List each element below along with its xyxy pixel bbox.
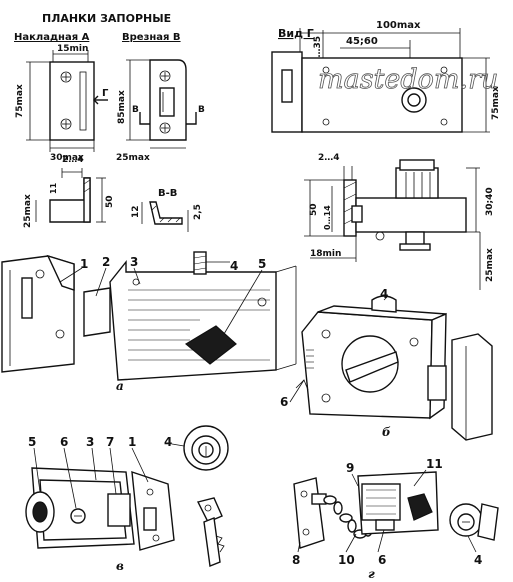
mortise-plate-front: 85max 25max В В <box>116 59 205 163</box>
fig-b-part-6: 6 <box>280 395 288 409</box>
label-overlay-plate: Накладная А <box>14 32 90 43</box>
fig-v-part-6: 6 <box>60 435 68 449</box>
dim-45-60: 45;60 <box>346 36 378 47</box>
fig-g-part-9: 9 <box>346 461 354 475</box>
title-strike-plates: ПЛАНКИ ЗАПОРНЫЕ <box>42 12 171 25</box>
dim-30max: 30max <box>50 153 84 163</box>
dim-15min: 15min <box>57 44 88 54</box>
figure-v-lock-assembly: 5 6 3 7 1 4 в <box>25 425 229 573</box>
fig-b-caption: б <box>382 425 391 439</box>
watermark: mastedom.ru <box>318 64 498 95</box>
figure-a-lock-assembly: 1 2 3 4 5 а <box>1 251 297 393</box>
dim-20-35: 20…35 <box>313 36 323 70</box>
lock-side-section: 2…4 50 0…14 30;40 18min 25max <box>304 153 495 290</box>
overlay-plate-side: 2…4 11 25max 50 <box>23 155 115 228</box>
fig-a-part-4: 4 <box>230 259 238 273</box>
fig-a-caption: а <box>116 379 124 393</box>
fig-a-part-2: 2 <box>102 255 110 269</box>
fig-v-caption: в <box>116 559 124 573</box>
view-g-lock-front: 100max 45;60 20…35 75max mastedom.ru <box>271 20 501 133</box>
fig-v-part-7: 7 <box>106 435 114 449</box>
dim-11: 11 <box>49 182 58 194</box>
section-bb: В-В 12 2,5 <box>131 188 203 232</box>
fig-g-part-10: 10 <box>338 553 355 567</box>
dim-12: 12 <box>131 205 141 218</box>
dim-50-a: 50 <box>105 195 115 208</box>
marker-b-left: В <box>132 105 139 115</box>
dim-50-b: 50 <box>309 203 319 216</box>
fig-v-part-3: 3 <box>86 435 94 449</box>
dim-100max: 100max <box>376 20 421 31</box>
fig-v-part-4: 4 <box>164 435 172 449</box>
overlay-plate-front: 15min 75max 30max Г <box>15 44 109 163</box>
fig-g-part-4: 4 <box>474 553 482 567</box>
dim-25max-b: 25max <box>116 153 150 163</box>
dim-30-40: 30;40 <box>485 187 495 216</box>
dim-2-4-b: 2…4 <box>318 153 340 163</box>
dim-85max: 85max <box>117 90 127 124</box>
dim-2-4-a: 2…4 <box>62 155 84 165</box>
fig-a-part-3: 3 <box>130 255 138 269</box>
fig-g-part-11: 11 <box>426 457 443 471</box>
label-section-bb: В-В <box>158 188 177 199</box>
marker-b-right: В <box>198 105 205 115</box>
dim-75max-a: 75max <box>15 84 25 118</box>
fig-g-caption: г <box>368 567 375 581</box>
label-view-g: Вид Г <box>278 27 314 40</box>
figure-b-lock-assembly: 4 6 б <box>280 287 493 441</box>
dim-25max-d: 25max <box>485 248 495 282</box>
dim-25max-c: 25max <box>23 194 33 228</box>
figure-g-chain-lock: 9 11 8 10 6 4 г <box>292 457 499 581</box>
fig-g-part-6: 6 <box>378 553 386 567</box>
dim-0-14: 0…14 <box>323 205 332 230</box>
fig-v-part-1: 1 <box>128 435 136 449</box>
dim-18min: 18min <box>310 249 341 259</box>
fig-b-part-4: 4 <box>380 287 388 301</box>
fig-v-part-5: 5 <box>28 435 36 449</box>
dim-2-5: 2,5 <box>193 204 203 220</box>
fig-g-part-8: 8 <box>292 553 300 567</box>
fig-a-part-1: 1 <box>80 257 88 271</box>
marker-g: Г <box>102 88 109 99</box>
dim-75max-g: 75max <box>491 86 501 120</box>
label-mortise-plate: Врезная В <box>122 32 181 43</box>
fig-a-part-5: 5 <box>258 257 266 271</box>
